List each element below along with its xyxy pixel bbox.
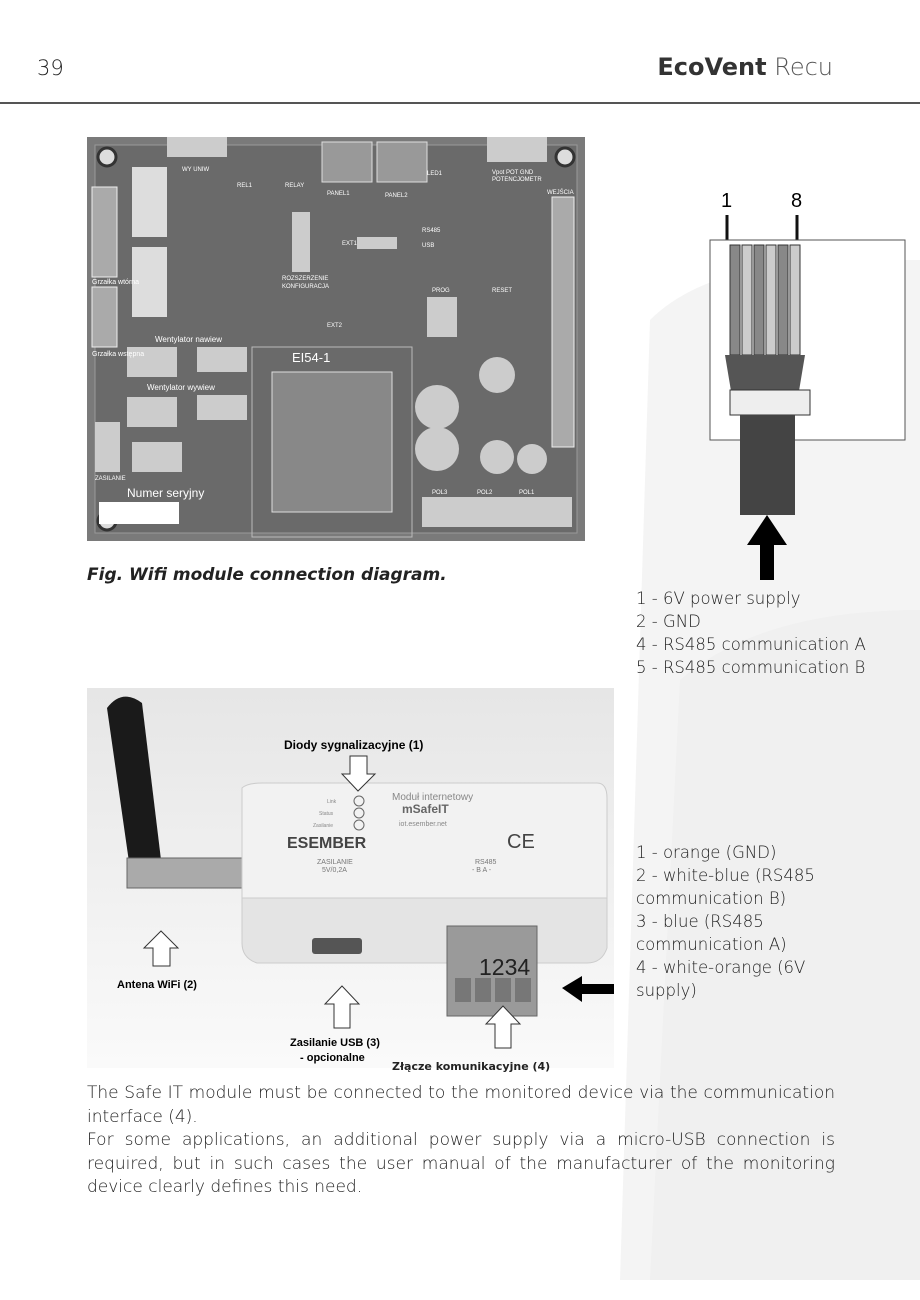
legend-item: 3 - blue (RS485 communication A) (636, 912, 787, 954)
esember-logo: ESEMBER (287, 835, 367, 852)
svg-text:KONFIGURACJA: KONFIGURACJA (282, 284, 329, 290)
svg-text:WEJŚCIA: WEJŚCIA (547, 188, 574, 196)
legend-item: 2 - GND (636, 612, 701, 631)
legend-item: 4 - RS485 communication A (636, 635, 866, 654)
legend-item: 1 - orange (GND) (636, 843, 777, 862)
legend-item: 4 - white-orange (6V supply) (636, 958, 806, 1000)
svg-text:Grzałka wtórna: Grzałka wtórna (92, 279, 139, 286)
svg-text:PROG: PROG (432, 288, 450, 294)
module-title: Moduł internetowy (392, 792, 473, 803)
terminal-numbers: 1234 (479, 954, 530, 980)
paragraph: The Safe IT module must be connected to … (87, 1083, 835, 1127)
svg-text:RELAY: RELAY (285, 183, 304, 189)
label-communication-connector: Złącze komunikacyjne (4) (392, 1060, 551, 1073)
page-number: 39 (37, 56, 64, 80)
svg-text:Grzałka wstępna: Grzałka wstępna (92, 351, 144, 358)
body-text: The Safe IT module must be connected to … (87, 1082, 835, 1200)
svg-text:Wentylator nawiew: Wentylator nawiew (155, 335, 222, 344)
pin-8-label: 8 (791, 190, 802, 212)
brand-bold: EcoVent (657, 53, 767, 81)
svg-text:PANEL1: PANEL1 (327, 191, 350, 197)
svg-text:ZASILANIE: ZASILANIE (95, 476, 126, 482)
label-antenna: Antena WiFi (2) (117, 979, 197, 991)
pin-1-label: 1 (721, 190, 732, 212)
power-value: 5V/0,2A (322, 867, 347, 874)
paragraph: For some applications, an additional pow… (87, 1130, 835, 1197)
label-diodes: Diody sygnalizacyjne (1) (284, 738, 423, 752)
svg-text:POL1: POL1 (519, 490, 535, 496)
svg-text:USB: USB (422, 243, 434, 249)
header-divider (0, 102, 920, 104)
svg-text:Vpot POT GND: Vpot POT GND (492, 170, 534, 176)
figure-caption: Fig. Wifi module connection diagram. (87, 565, 447, 585)
svg-text:RS485: RS485 (422, 228, 441, 234)
rs485-label: RS485 (475, 859, 497, 866)
legend-item: 1 - 6V power supply (636, 589, 801, 608)
module-url: iot.esember.net (399, 821, 447, 828)
background-watermark-shape (620, 260, 920, 1280)
svg-text:EXT1: EXT1 (342, 241, 358, 247)
svg-text:LED1: LED1 (427, 171, 443, 177)
legend-item: 2 - white-blue (RS485 communication B) (636, 866, 815, 908)
svg-text:ROZSZERZENIE: ROZSZERZENIE (282, 276, 328, 282)
power-label: ZASILANIE (317, 859, 353, 866)
brand-light: Recu (774, 53, 833, 81)
svg-text:WY UNIW: WY UNIW (182, 167, 210, 173)
ce-mark: CE (507, 831, 535, 853)
label-usb-optional: - opcionalne (300, 1052, 365, 1064)
svg-text:EXT2: EXT2 (327, 323, 343, 329)
msafeit-module-photo: 1234 Diody sygnalizacyjne (1) Moduł inte… (87, 688, 614, 1068)
svg-text:POTENCJOMETR: POTENCJOMETR (492, 177, 542, 183)
brand-title: EcoVent Recu (657, 53, 833, 81)
label-usb: Zasilanie USB (3) (290, 1037, 380, 1049)
svg-text:RESET: RESET (492, 288, 512, 294)
led-label: Link (327, 799, 337, 805)
led-label: Status (319, 811, 334, 817)
svg-text:REL1: REL1 (237, 183, 253, 189)
svg-text:EI54-1: EI54-1 (292, 350, 330, 365)
pcb-diagram-image: WY UNIW REL1 RELAY PANEL1 PANEL2 LED1 Vpot P… (87, 137, 585, 541)
led-label: Zasilanie (313, 823, 333, 829)
rj45-pin-legend: 1 - 6V power supply 2 - GND 4 - RS485 co… (636, 587, 866, 679)
svg-text:POL2: POL2 (477, 490, 493, 496)
rj45-connector-diagram: 1 8 (709, 190, 906, 580)
svg-text:Numer seryjny: Numer seryjny (127, 486, 204, 500)
rs485-pins: - B A - (472, 867, 492, 874)
module-name: mSafeIT (402, 802, 449, 816)
svg-text:Wentylator wywiew: Wentylator wywiew (147, 383, 215, 392)
legend-item: 5 - RS485 communication B (636, 658, 866, 677)
svg-text:PANEL2: PANEL2 (385, 193, 408, 199)
svg-text:POL3: POL3 (432, 490, 448, 496)
wire-color-legend: 1 - orange (GND) 2 - white-blue (RS485 c… (636, 841, 826, 1002)
